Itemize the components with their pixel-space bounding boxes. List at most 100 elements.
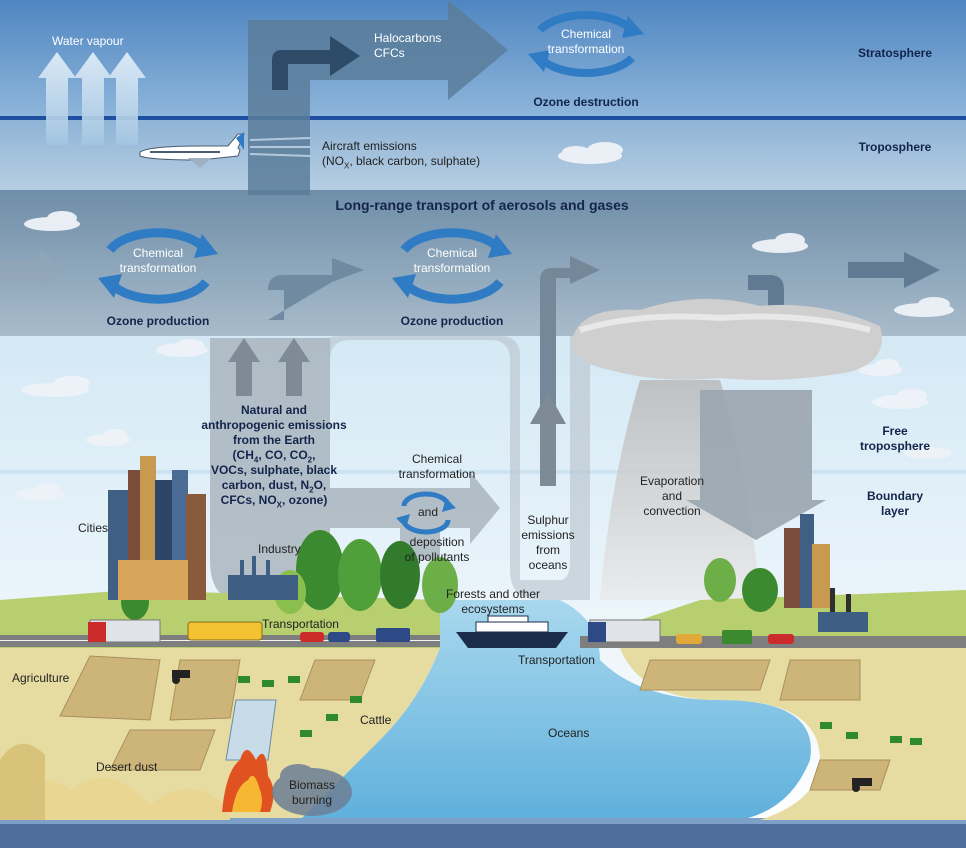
emissions-line1: Natural and <box>240 403 307 417</box>
fields <box>59 655 891 791</box>
city-left <box>108 456 206 600</box>
left-cycle-label: Chemical transformation <box>108 246 208 276</box>
emissions-l6-sub: 2 <box>309 485 314 495</box>
emissions-label: Natural and anthropogenic emissions from… <box>184 403 364 510</box>
emissions-ch-sub: 4 <box>253 455 259 465</box>
deposition-label-bottom: deposition of pollutants <box>382 535 492 565</box>
tropopause-line <box>0 116 966 120</box>
emissions-column <box>210 336 590 600</box>
center-cycle-line2: transformation <box>413 261 491 275</box>
boundary-layer-line1: Boundary <box>866 489 923 503</box>
biomass-fire <box>222 750 274 812</box>
deposition-line2: transformation <box>398 467 476 481</box>
water-vapour-label: Water vapour <box>52 34 124 48</box>
factories <box>228 556 868 632</box>
aircraft-emissions-line2: (NOX, black carbon, sulphate) <box>322 154 481 170</box>
emissions-co-sub: 2 <box>307 455 313 465</box>
tractors <box>172 670 872 792</box>
emissions-l6-pre: carbon, dust, N <box>221 478 310 492</box>
ozone-destruction-cycle <box>528 11 644 77</box>
transportation-center-label: Transportation <box>518 653 595 667</box>
oceans-label: Oceans <box>548 726 590 740</box>
free-troposphere-line1: Free <box>882 424 908 438</box>
left-cycle-line1: Chemical <box>132 246 183 260</box>
cities-label: Cities <box>78 521 109 535</box>
cattle <box>238 676 922 745</box>
deposition-and-label: and <box>417 505 439 519</box>
emissions-ch: (CH <box>232 448 254 462</box>
sulphur-line4: oceans <box>528 558 568 572</box>
biomass-line1: Biomass <box>288 778 335 792</box>
deposition-line4: of pollutants <box>404 550 470 564</box>
evaporation-label: Evaporation and convection <box>630 474 714 519</box>
ship <box>456 615 568 648</box>
deposition-line1: Chemical <box>411 452 462 466</box>
center-cycle-label: Chemical transformation <box>402 246 502 276</box>
emissions-l7-post: , ozone) <box>282 493 328 507</box>
ozone-production-cycle-left <box>98 228 218 304</box>
water-vapour-arrows <box>38 52 146 145</box>
left-cycle-line2: transformation <box>119 261 197 275</box>
sulphur-line3: from <box>536 543 560 557</box>
biomass-line2: burning <box>291 793 333 807</box>
vehicles <box>88 619 794 644</box>
deposition-line3: deposition <box>409 535 465 549</box>
emissions-line4: (CH4, CO, CO2, <box>184 448 364 465</box>
aircraft-emissions-label: Aircraft emissions (NOX, black carbon, s… <box>322 139 481 170</box>
emissions-line3: from the Earth <box>232 433 315 447</box>
aircraft-emissions-line1: Aircraft emissions <box>322 139 417 153</box>
ozone-destruction-label: Ozone destruction <box>533 95 639 109</box>
stratosphere-cycle-label: Chemical transformation <box>534 27 638 57</box>
city-right <box>784 514 830 608</box>
emissions-l4-end: , <box>312 448 316 462</box>
sulphur-line1: Sulphur <box>527 513 569 527</box>
boundary-layer-label: Boundary layer <box>840 489 950 519</box>
boundary-layer-line2: layer <box>880 504 910 518</box>
cattle-label: Cattle <box>360 713 392 727</box>
stratosphere-cycle-line2: transformation <box>547 42 625 56</box>
aircraft <box>139 132 245 168</box>
emissions-l6-post: O, <box>313 478 327 492</box>
transportation-left-label: Transportation <box>262 617 339 631</box>
sulphur-line2: emissions <box>521 528 575 542</box>
stratosphere-cycle-line1: Chemical <box>560 27 611 41</box>
free-troposphere-label: Free troposphere <box>840 424 950 454</box>
aircraft-emissions-post: , black carbon, sulphate) <box>349 154 481 168</box>
deposition-cycle <box>396 491 456 535</box>
boundary-layer-line <box>0 470 966 474</box>
up-arrows <box>228 338 566 486</box>
center-cycle-line1: Chemical <box>426 246 477 260</box>
emissions-l7-sub: X <box>276 500 283 510</box>
smoke-cloud <box>272 764 352 816</box>
emissions-line2: anthropogenic emissions <box>201 418 347 432</box>
evaporation-line1: Evaporation <box>639 474 705 488</box>
forests-label: Forests and other ecosystems <box>440 587 546 617</box>
aircraft-emission-streaks <box>249 137 311 157</box>
agriculture-label: Agriculture <box>12 671 70 685</box>
ozone-production-left-label: Ozone production <box>106 314 210 328</box>
ozone-production-center-label: Ozone production <box>400 314 504 328</box>
emissions-line7: CFCs, NOX, ozone) <box>184 493 364 510</box>
desert-dunes <box>0 743 230 820</box>
emissions-l7-pre: CFCs, NO <box>220 493 277 507</box>
sulphur-emissions-label: Sulphur emissions from oceans <box>510 513 586 573</box>
ocean <box>0 600 966 848</box>
stratosphere-label: Stratosphere <box>857 46 933 60</box>
long-range-transport-label: Long-range transport of aerosols and gas… <box>335 197 629 213</box>
halocarbons-label: Halocarbons CFCs <box>374 31 441 61</box>
emissions-co: , CO, CO <box>258 448 308 462</box>
emissions-line5: VOCs, sulphate, black <box>210 463 338 477</box>
ozone-production-cycle-center <box>392 228 512 304</box>
descending-arrow <box>686 390 826 540</box>
stratospheric-transport-arrow <box>248 0 508 195</box>
evaporation-line3: convection <box>643 504 701 518</box>
evaporation-line2: and <box>661 489 683 503</box>
halocarbons-line: Halocarbons <box>374 31 442 45</box>
biomass-burning-label: Biomass burning <box>282 778 342 808</box>
forests-line2: ecosystems <box>461 602 525 616</box>
deposition-label-top: Chemical transformation <box>382 452 492 482</box>
troposphere-label: Troposphere <box>858 140 932 154</box>
aircraft-emissions-pre: (NO <box>322 154 344 168</box>
